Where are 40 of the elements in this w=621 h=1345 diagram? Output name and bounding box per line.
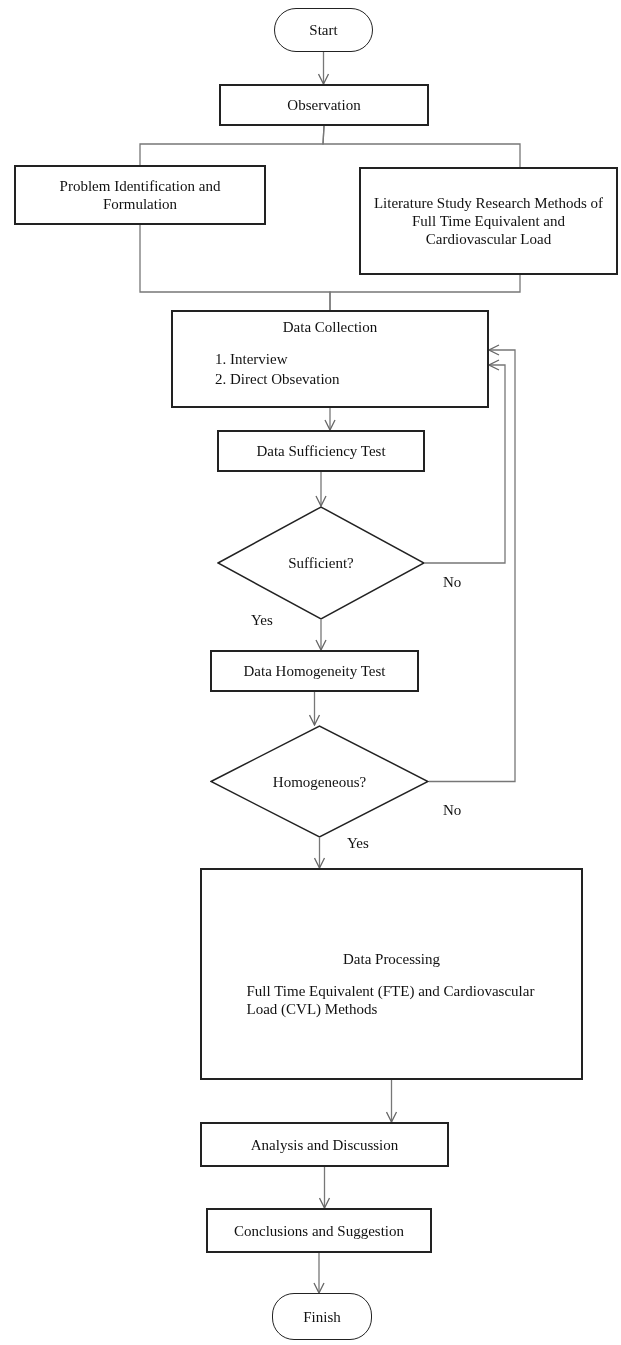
connector-line (329, 274, 521, 311)
node-label: Observation (286, 96, 362, 114)
node-label: Finish (302, 1307, 342, 1326)
arrow (313, 837, 326, 869)
box-body-text: Full Time Equivalent (FTE) and Cardiovascular Load (CVL) Methods (246, 982, 536, 1018)
node-label: Literature Study Research Methods of Full Time Equivalent and Cardiovascular Load (372, 194, 605, 248)
process-box (14, 165, 266, 225)
node-label: Data Sufficiency Test (255, 442, 387, 460)
terminal-shape (274, 8, 373, 52)
box-heading: Data Collection (282, 318, 378, 336)
process-box (219, 84, 429, 126)
arrow (315, 471, 327, 507)
arrow (315, 619, 327, 651)
arrow (324, 407, 336, 431)
arrow (317, 51, 330, 85)
process-box (206, 1208, 432, 1253)
box-heading: Data Processing (342, 950, 441, 968)
arrow (424, 359, 506, 564)
list-item: 2. Direct Obsevation (215, 370, 340, 388)
terminal-shape (272, 1293, 372, 1340)
arrow (318, 1166, 331, 1209)
node-label: Homogeneous? (271, 772, 368, 791)
process-box (200, 868, 583, 1080)
arrow (385, 1079, 398, 1123)
process-box (359, 167, 618, 275)
node-label: Sufficient? (287, 554, 355, 572)
process-box (200, 1122, 449, 1167)
node-label: Conclusions and Suggestion (233, 1221, 405, 1240)
node-label: Data Homogeneity Test (242, 662, 387, 680)
node-label: Start (308, 21, 339, 39)
process-box (210, 650, 419, 692)
process-box (171, 310, 489, 408)
process-box (217, 430, 425, 472)
list-item: 1. Interview (215, 350, 288, 368)
node-label: Problem Identification and Formulation (58, 177, 222, 213)
arrow (308, 691, 321, 726)
connector-line (322, 125, 521, 168)
arrow (428, 344, 516, 783)
arrow (313, 1252, 325, 1294)
node-label: Analysis and Discussion (249, 1135, 400, 1154)
